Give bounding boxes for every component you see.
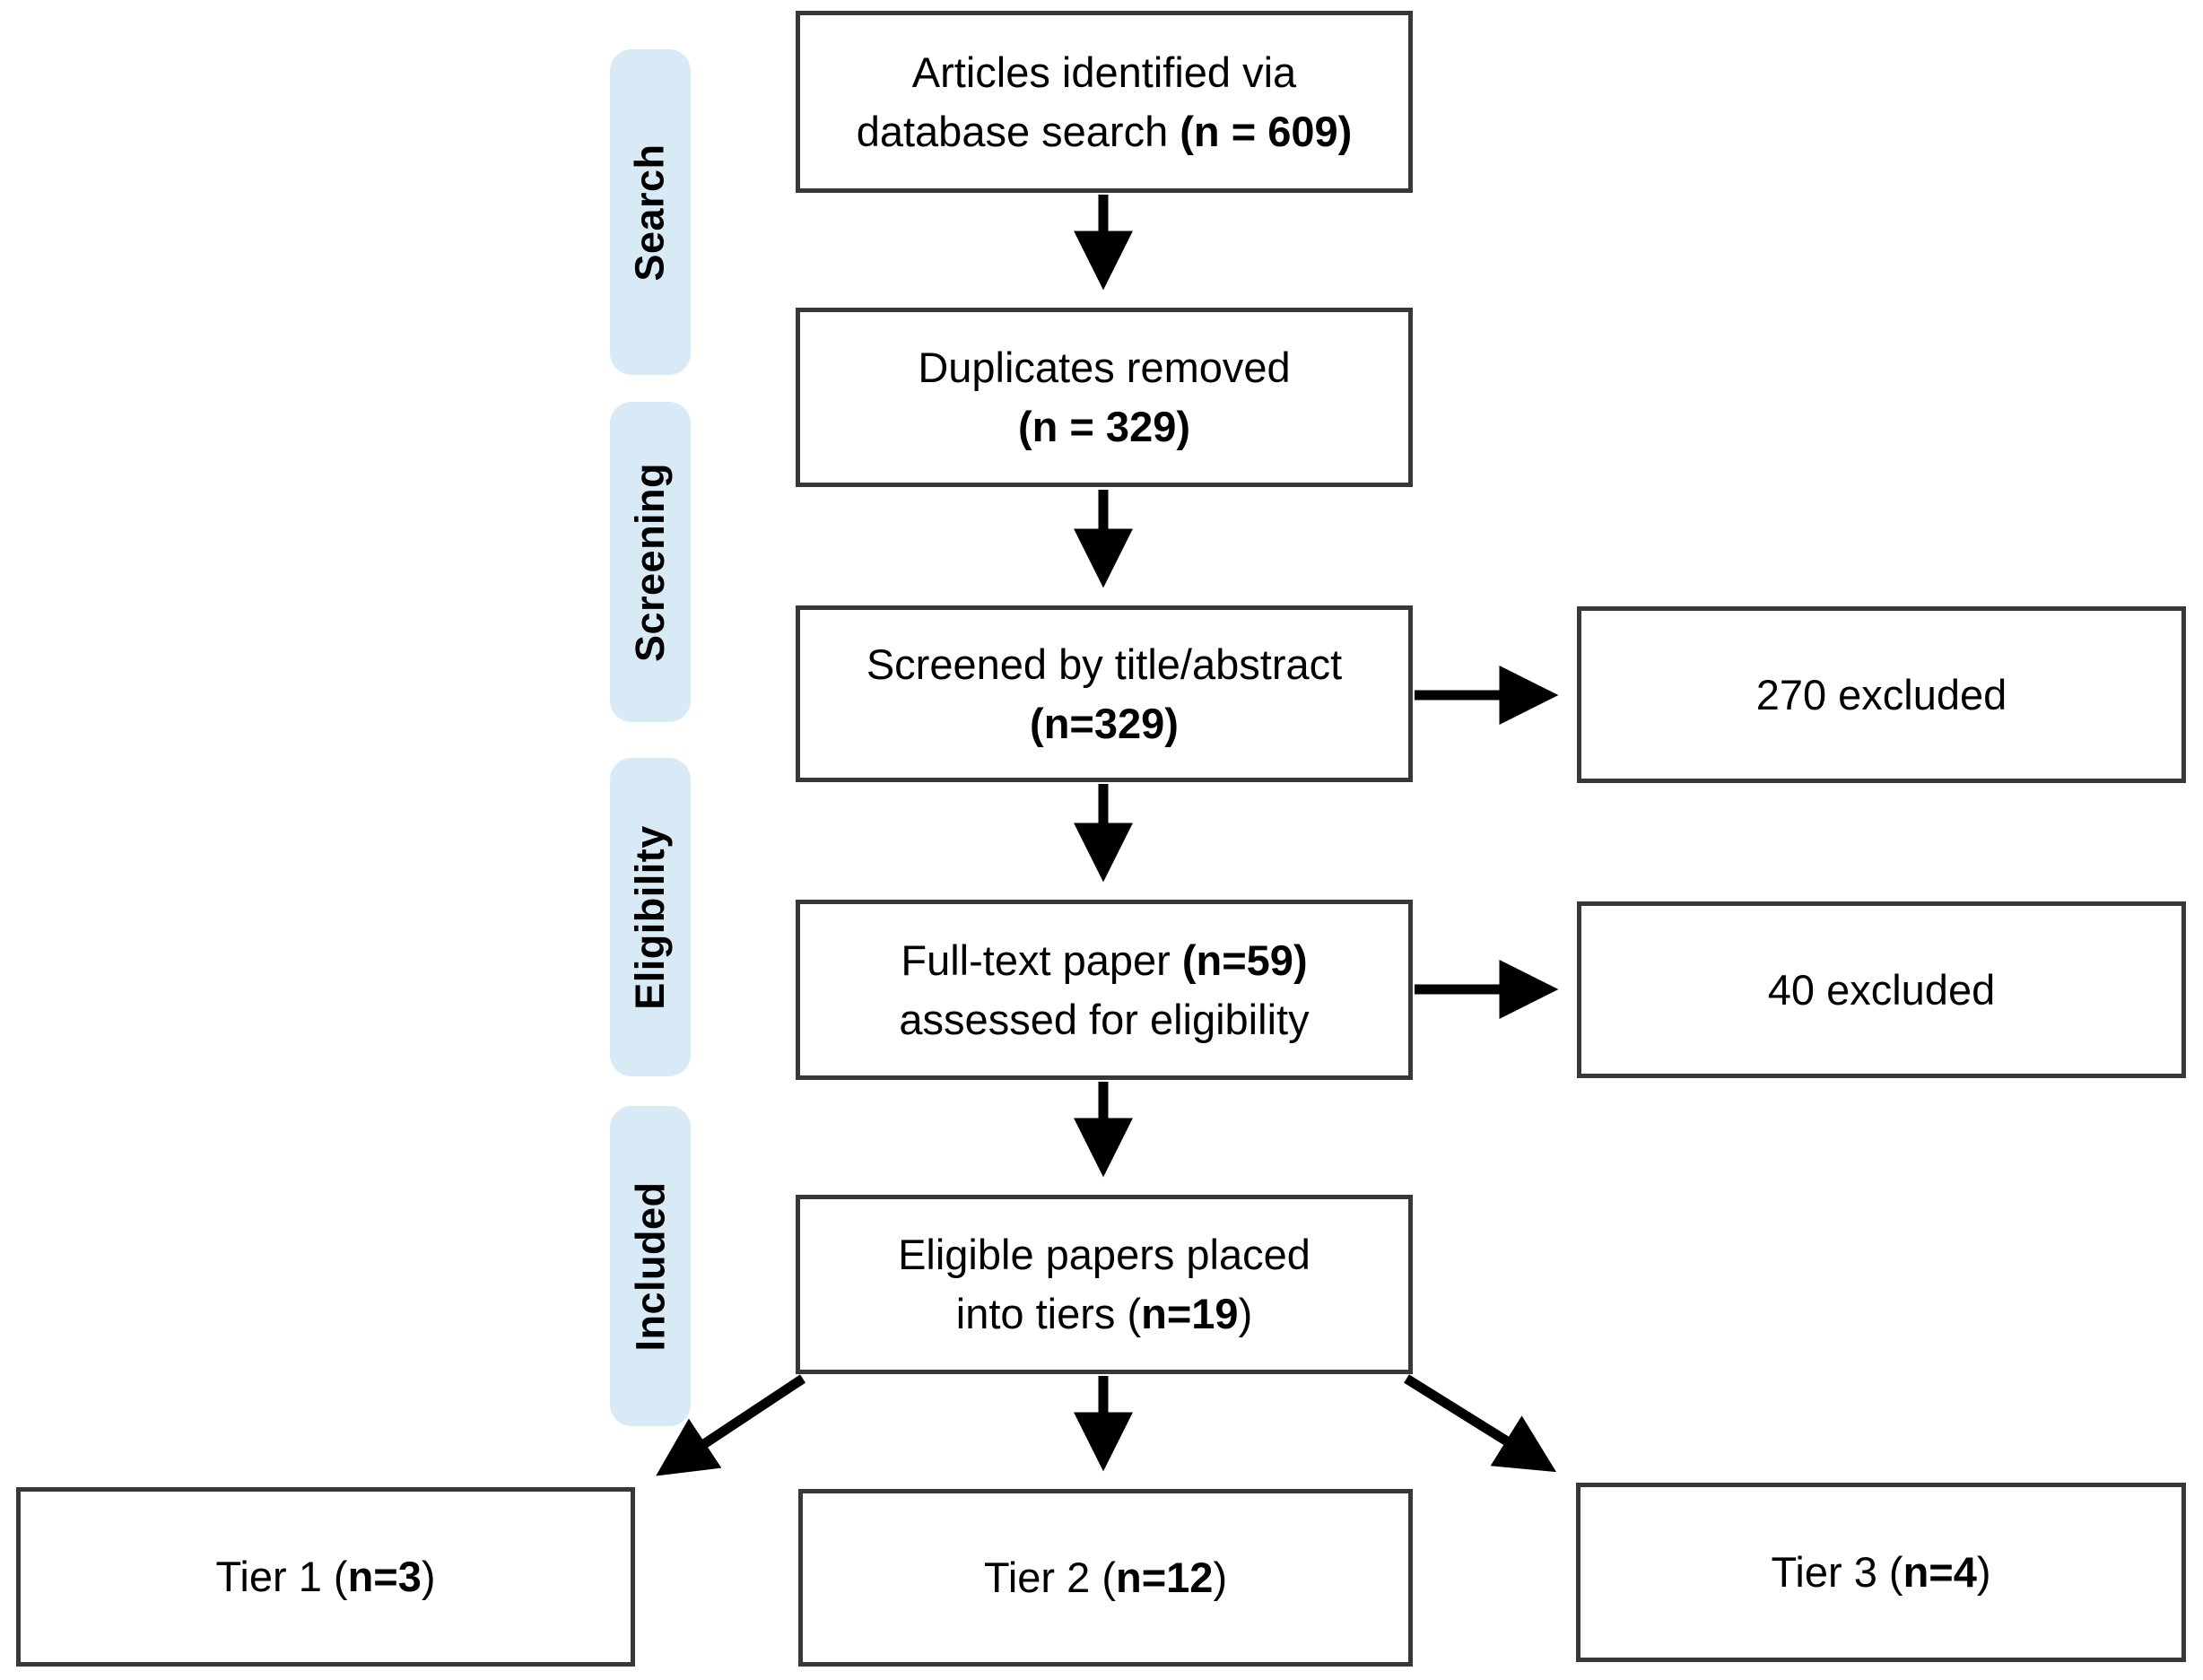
- box-screened-title-abstract: Screened by title/abstract (n=329): [796, 605, 1413, 782]
- box-text-line: assessed for eligibility: [899, 995, 1310, 1043]
- box-eligible-tiers: Eligible papers placed into tiers (n=19): [796, 1195, 1413, 1374]
- box-text-line: (n = 329): [1018, 403, 1190, 450]
- box-tier-2: Tier 2 (n=12): [798, 1489, 1413, 1667]
- box-excluded-screening: 270 excluded: [1577, 606, 2186, 783]
- box-text-line: Tier 3 (n=4): [1771, 1548, 1991, 1596]
- box-duplicates-removed: Duplicates removed (n = 329): [796, 308, 1413, 487]
- box-text-line: Full-text paper (n=59): [901, 936, 1308, 984]
- stage-label-included: Included: [627, 1180, 674, 1352]
- box-articles-identified: Articles identified via database search (…: [796, 11, 1413, 193]
- stage-tab-included: Included: [610, 1106, 691, 1426]
- box-tier-3: Tier 3 (n=4): [1576, 1483, 2186, 1662]
- stage-label-search: Search: [627, 143, 674, 282]
- stage-label-eligibility: Eligibility: [627, 824, 673, 1010]
- box-excluded-eligibility: 40 excluded: [1577, 901, 2186, 1078]
- stage-tab-eligibility: Eligibility: [610, 758, 691, 1076]
- box-text-line: Tier 2 (n=12): [983, 1554, 1228, 1601]
- stage-label-screening: Screening: [627, 462, 674, 662]
- box-text-line: database search (n = 609): [856, 107, 1353, 155]
- box-text-line: 270 excluded: [1755, 670, 2007, 718]
- box-text-line: into tiers (n=19): [955, 1290, 1253, 1337]
- box-text-line: Duplicates removed: [918, 344, 1291, 391]
- box-fulltext-assessed: Full-text paper (n=59) assessed for eligi…: [796, 900, 1413, 1080]
- box-text-line: Tier 1 (n=3): [215, 1553, 436, 1600]
- box-text-line: (n=329): [1030, 699, 1179, 747]
- stage-tab-search: Search: [610, 49, 691, 375]
- box-text-line: 40 excluded: [1767, 965, 1996, 1014]
- box-text-line: Screened by title/abstract: [866, 640, 1343, 688]
- box-text-line: Articles identified via: [911, 48, 1297, 96]
- box-tier-1: Tier 1 (n=3): [16, 1487, 635, 1667]
- box-text-line: Eligible papers placed: [898, 1231, 1310, 1278]
- arrow-eligible-to-tier3: [1404, 1374, 1557, 1473]
- stage-tab-screening: Screening: [610, 402, 691, 722]
